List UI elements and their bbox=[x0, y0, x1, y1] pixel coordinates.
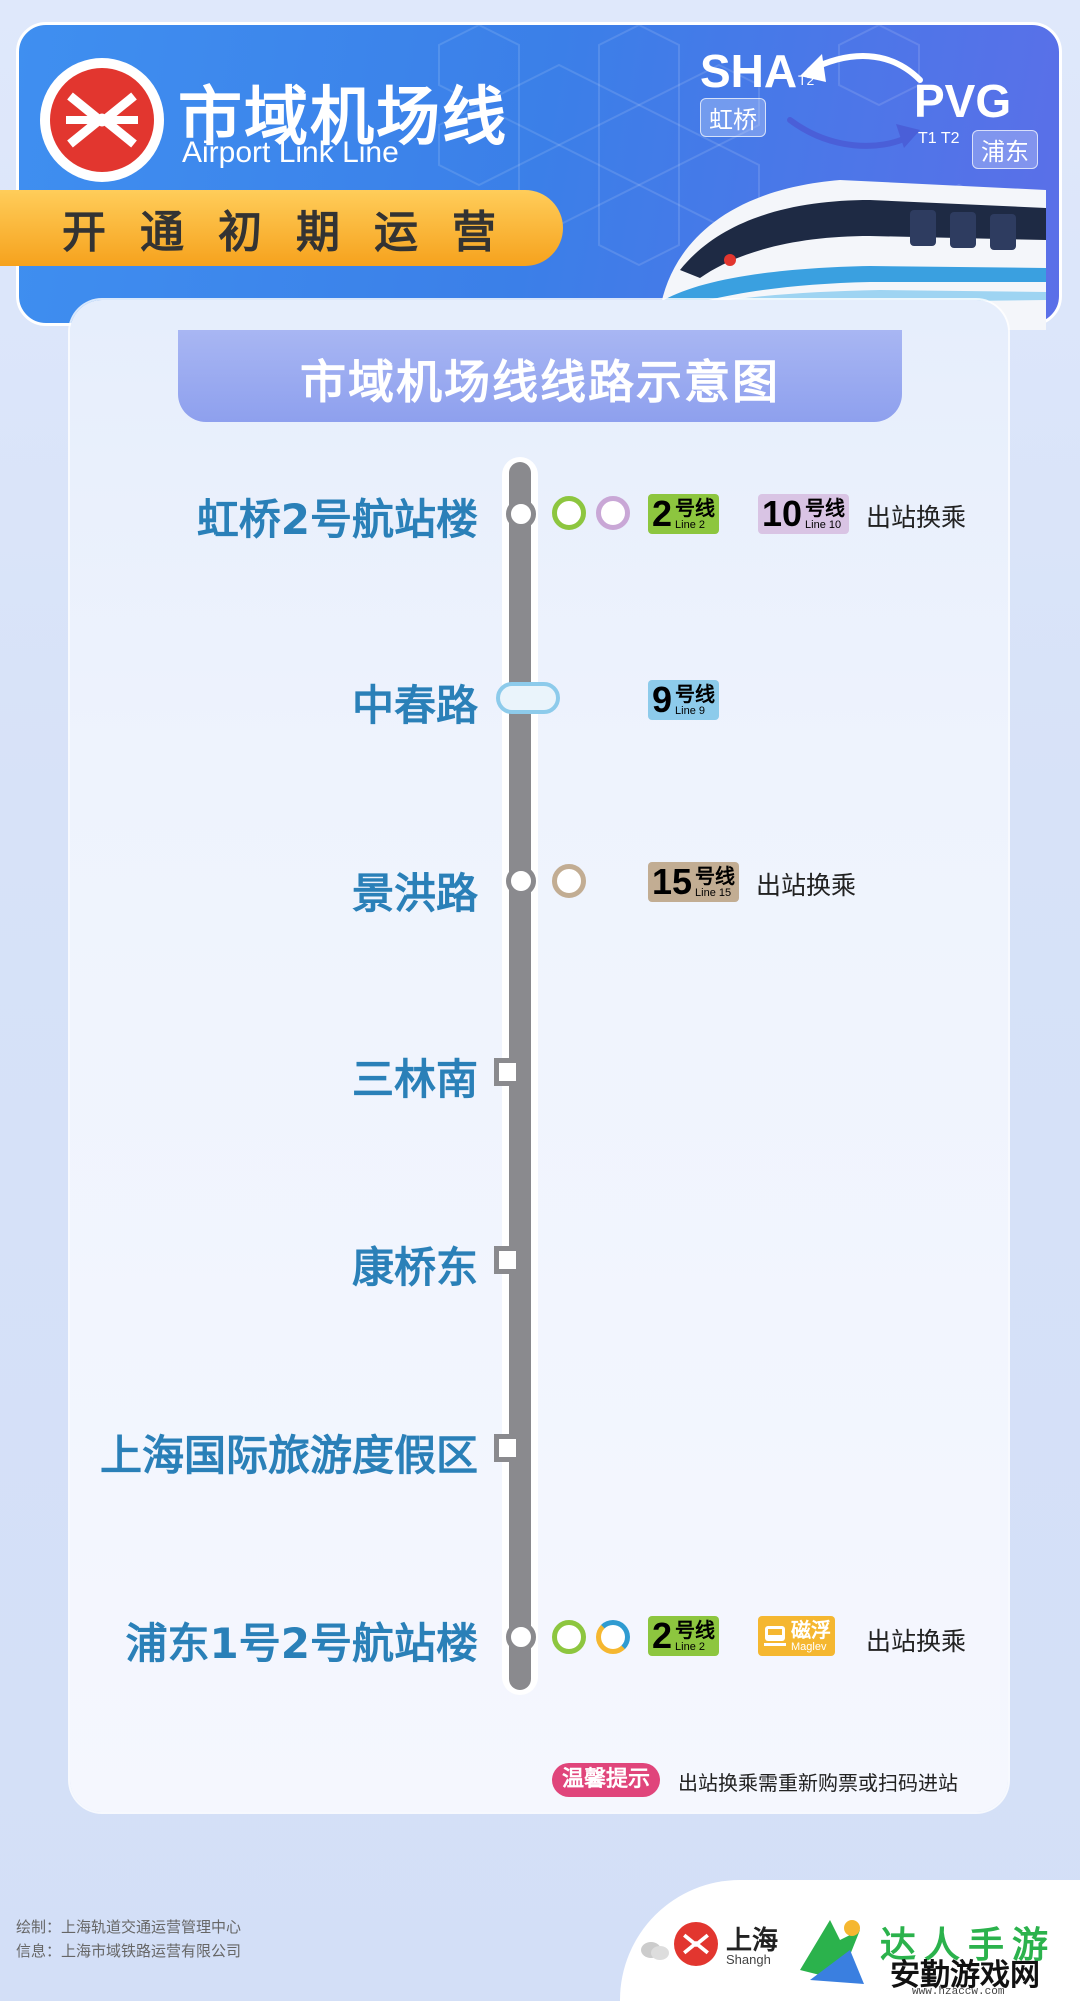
map-title: 市域机场线线路示意图 bbox=[300, 355, 780, 409]
station-jinghong-road: 景洪路 bbox=[351, 869, 478, 918]
credit-drawn-by: 绘制：上海轨道交通运营管理中心 bbox=[16, 1918, 242, 1936]
line15-interchange-ring bbox=[552, 864, 586, 898]
route-arrows-icon bbox=[787, 53, 923, 149]
transfer-note: 出站换乘 bbox=[866, 1627, 967, 1656]
dest-airport-code: PVG bbox=[914, 75, 1012, 127]
origin-airport-cn: 虹桥 bbox=[700, 98, 766, 137]
station-pudong-t1-t2: 浦东1号2号航站楼 bbox=[125, 1619, 478, 1668]
tip-label: 温馨提示 bbox=[552, 1763, 661, 1797]
station-zhongchun-road: 中春路 bbox=[351, 681, 478, 730]
metro-logo bbox=[40, 58, 164, 182]
line2-interchange-ring bbox=[552, 1620, 586, 1654]
station-node bbox=[506, 866, 536, 896]
opening-banner: 开通初期运营 bbox=[0, 190, 563, 266]
station-node bbox=[506, 1622, 536, 1652]
map-title-bar bbox=[178, 330, 902, 422]
line2-interchange-ring bbox=[552, 496, 586, 530]
station-node-planned bbox=[496, 682, 560, 714]
line-title-cn: 市域机场线 bbox=[178, 81, 508, 155]
watermark-main-text: 安勤游戏网 bbox=[890, 1958, 1040, 1993]
maglev-train-icon bbox=[764, 1626, 786, 1646]
transfer-note: 出站换乘 bbox=[866, 503, 967, 532]
opening-banner-text: 开通初期运营 bbox=[62, 207, 530, 258]
wechat-icon bbox=[641, 1942, 669, 1960]
tip-text: 出站换乘需重新购票或扫码进站 bbox=[678, 1771, 958, 1795]
watermark-logo-icon bbox=[800, 1920, 864, 1984]
dest-terminals: T1 T2 bbox=[918, 130, 960, 147]
watermark-top-text: 达人手游 bbox=[880, 1925, 1057, 1966]
station-hongqiao-t2: 虹桥2号航站楼 bbox=[196, 495, 478, 544]
station-tick bbox=[494, 1246, 516, 1274]
station-node bbox=[506, 499, 536, 529]
footer-org-sub: Shangh bbox=[726, 1952, 771, 1967]
dest-airport-cn: 浦东 bbox=[972, 130, 1038, 169]
line-rail bbox=[509, 462, 531, 1690]
station-kangqiao-east: 康桥东 bbox=[351, 1243, 478, 1292]
origin-airport-code: SHA bbox=[700, 45, 798, 97]
maglev-interchange-ring bbox=[596, 1620, 630, 1654]
credit-info-source: 信息：上海市域铁路运营有限公司 bbox=[16, 1942, 242, 1960]
header-panel bbox=[16, 22, 1062, 326]
metro-logo-icon bbox=[66, 92, 138, 148]
line10-interchange-ring bbox=[596, 496, 630, 530]
station-shanghai-resort: 上海国际旅游度假区 bbox=[99, 1431, 478, 1480]
station-sanlin-south: 三林南 bbox=[351, 1055, 478, 1104]
station-tick bbox=[494, 1058, 516, 1086]
station-tick bbox=[494, 1434, 516, 1462]
train-illustration bbox=[650, 180, 1046, 330]
line-title-en: Airport Link Line bbox=[182, 136, 399, 169]
transfer-note: 出站换乘 bbox=[756, 871, 857, 900]
route-map-card bbox=[70, 300, 1008, 1812]
watermark-url: www.hzaccw.com bbox=[912, 1986, 1005, 1998]
footer-org-name: 上海 bbox=[726, 1926, 779, 1956]
metro-logo-small bbox=[674, 1922, 718, 1966]
